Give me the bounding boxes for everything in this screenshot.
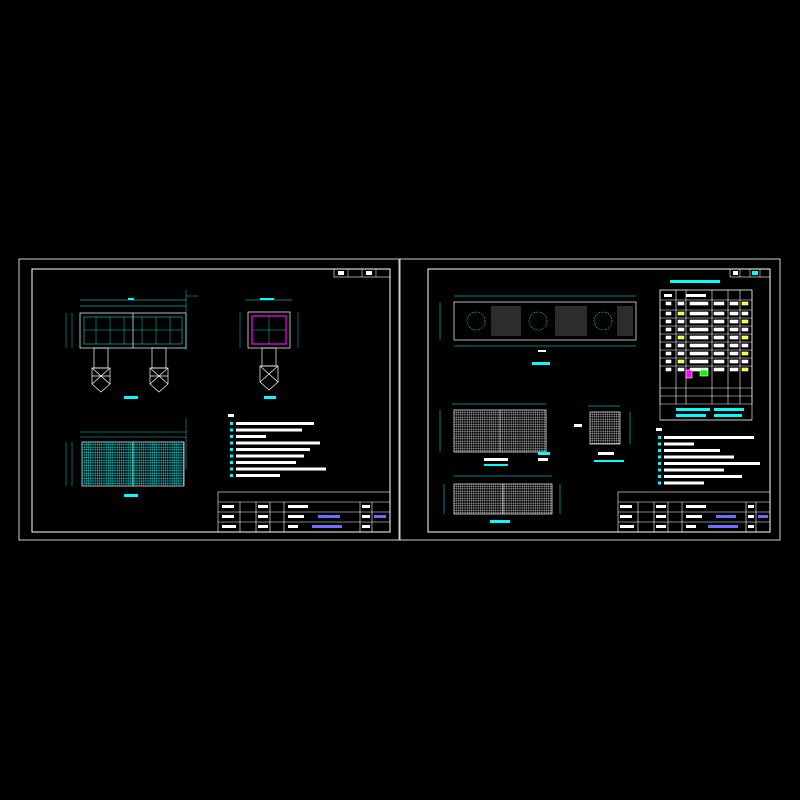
right-sheet-outer-border xyxy=(399,258,781,541)
note-line xyxy=(236,422,314,425)
round-opening-3 xyxy=(593,311,613,331)
right-title-block xyxy=(617,491,771,533)
note-number xyxy=(658,455,661,459)
left-notes xyxy=(228,414,326,477)
note-line xyxy=(664,455,734,459)
note-number xyxy=(230,422,233,425)
slab-plan-view xyxy=(439,295,637,365)
note-number xyxy=(230,428,233,432)
note-number xyxy=(230,461,233,464)
note-number xyxy=(658,481,661,485)
note-number xyxy=(658,468,661,472)
note-number xyxy=(658,436,661,439)
note-line xyxy=(236,474,280,477)
left-sheet-index-tab xyxy=(333,268,391,278)
left-sheet-inner-border xyxy=(31,268,391,533)
note-line xyxy=(236,467,326,471)
rebar-mesh-view xyxy=(65,418,187,497)
note-line xyxy=(664,462,760,465)
round-opening-1 xyxy=(466,311,486,331)
right-notes xyxy=(656,428,760,485)
right-sheet-index-tab xyxy=(729,268,771,278)
note-number xyxy=(230,474,233,477)
note-line xyxy=(236,448,310,451)
note-line xyxy=(236,428,302,432)
left-sheet xyxy=(18,258,400,541)
note-line xyxy=(236,454,304,458)
note-line xyxy=(664,436,754,439)
right-sheet xyxy=(399,258,781,541)
note-line xyxy=(664,442,694,446)
note-line xyxy=(236,461,296,464)
note-number xyxy=(230,448,233,451)
mesh-detail-bottom xyxy=(443,475,561,523)
right-sheet-inner-border xyxy=(427,268,771,533)
note-number xyxy=(658,442,661,446)
mesh-detail-large xyxy=(439,403,550,466)
left-title-block xyxy=(217,491,391,533)
note-line xyxy=(664,468,724,472)
note-line xyxy=(236,435,266,438)
note-line xyxy=(664,475,742,478)
mesh-detail-small xyxy=(574,405,631,462)
left-sheet-outer-border xyxy=(18,258,400,541)
note-number xyxy=(230,454,233,458)
note-line xyxy=(664,449,720,452)
plan-view xyxy=(65,290,198,399)
round-opening-2 xyxy=(528,311,548,331)
note-number xyxy=(658,449,661,452)
note-number xyxy=(658,462,661,465)
note-number xyxy=(230,467,233,471)
note-line xyxy=(664,481,704,485)
note-number xyxy=(658,475,661,478)
section-view xyxy=(239,298,299,399)
note-number xyxy=(230,435,233,438)
rebar-table xyxy=(659,280,753,421)
note-line xyxy=(236,441,320,445)
note-number xyxy=(230,441,233,445)
